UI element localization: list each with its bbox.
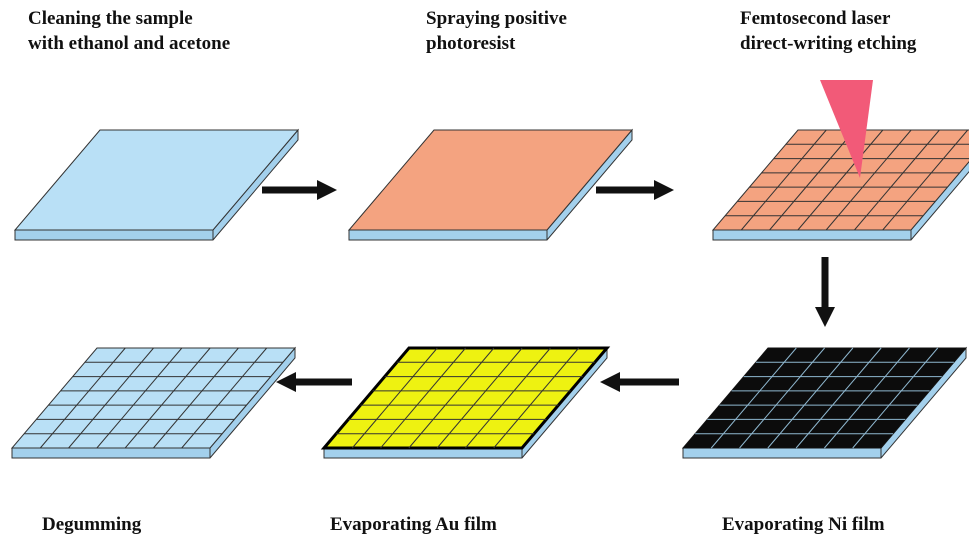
plate-top-surface: [320, 346, 611, 450]
arrow-step1-to-step2: [262, 180, 337, 200]
grid-line: [795, 347, 882, 449]
grid-line: [740, 129, 827, 231]
grid-line: [767, 347, 854, 449]
grid-line: [68, 347, 154, 449]
arrow-head-icon: [815, 307, 835, 327]
step-label-cleaning: Cleaning the sample with ethanol and ace…: [28, 8, 231, 54]
grid-line: [769, 129, 855, 231]
step-label-laser-etching: Femtosecond laser direct-writing etching: [740, 8, 917, 54]
step-label-ni-film: Evaporating Ni film: [722, 514, 885, 535]
plate-photoresist: [347, 128, 634, 241]
grid-line: [852, 347, 939, 449]
grid-line: [739, 347, 825, 449]
grid-line: [854, 129, 940, 231]
arrow-head-icon: [276, 372, 296, 392]
grid-line: [493, 347, 580, 449]
grid-line: [436, 347, 523, 449]
arrow-step2-to-step3: [596, 180, 674, 200]
step-label-spraying-photoresist: Spraying positive photoresist: [426, 8, 567, 54]
plate-laser-etched: [711, 129, 969, 241]
grid-line: [408, 347, 495, 449]
plates-layer: [10, 128, 969, 459]
grid-line: [824, 347, 910, 449]
arrow-head-icon: [600, 372, 620, 392]
plate-top-surface: [13, 129, 300, 231]
plate-degummed: [10, 346, 297, 459]
plate-top-surface: [347, 129, 634, 231]
arrows-layer: [262, 180, 835, 392]
step-label-au-film: Evaporating Au film: [330, 514, 497, 535]
plate-clean-substrate: [13, 128, 300, 241]
grid-line: [153, 347, 239, 449]
grid-line: [181, 347, 268, 449]
laser-layer: [820, 80, 873, 178]
step-label-degumming: Degumming: [42, 514, 142, 535]
grid-line: [380, 347, 466, 449]
grid-line: [124, 347, 211, 449]
plate-top-surface: [681, 347, 968, 449]
arrow-step5-to-step6: [276, 372, 352, 392]
grid-line: [96, 347, 183, 449]
grid-line: [882, 129, 969, 231]
plate-au-film: [320, 346, 611, 459]
arrow-step4-to-step5: [600, 372, 679, 392]
grid-line: [825, 129, 912, 231]
arrow-head-icon: [654, 180, 674, 200]
grid-line: [351, 347, 438, 449]
grid-line: [710, 347, 797, 449]
plate-ni-film: [681, 346, 968, 459]
plate-top-surface: [10, 347, 297, 449]
arrow-step3-to-step4: [815, 257, 835, 327]
grid-line: [465, 347, 551, 449]
grid-line: [39, 347, 126, 449]
laser-beam-icon: [820, 80, 873, 178]
arrow-head-icon: [317, 180, 337, 200]
grid-line: [797, 129, 884, 231]
